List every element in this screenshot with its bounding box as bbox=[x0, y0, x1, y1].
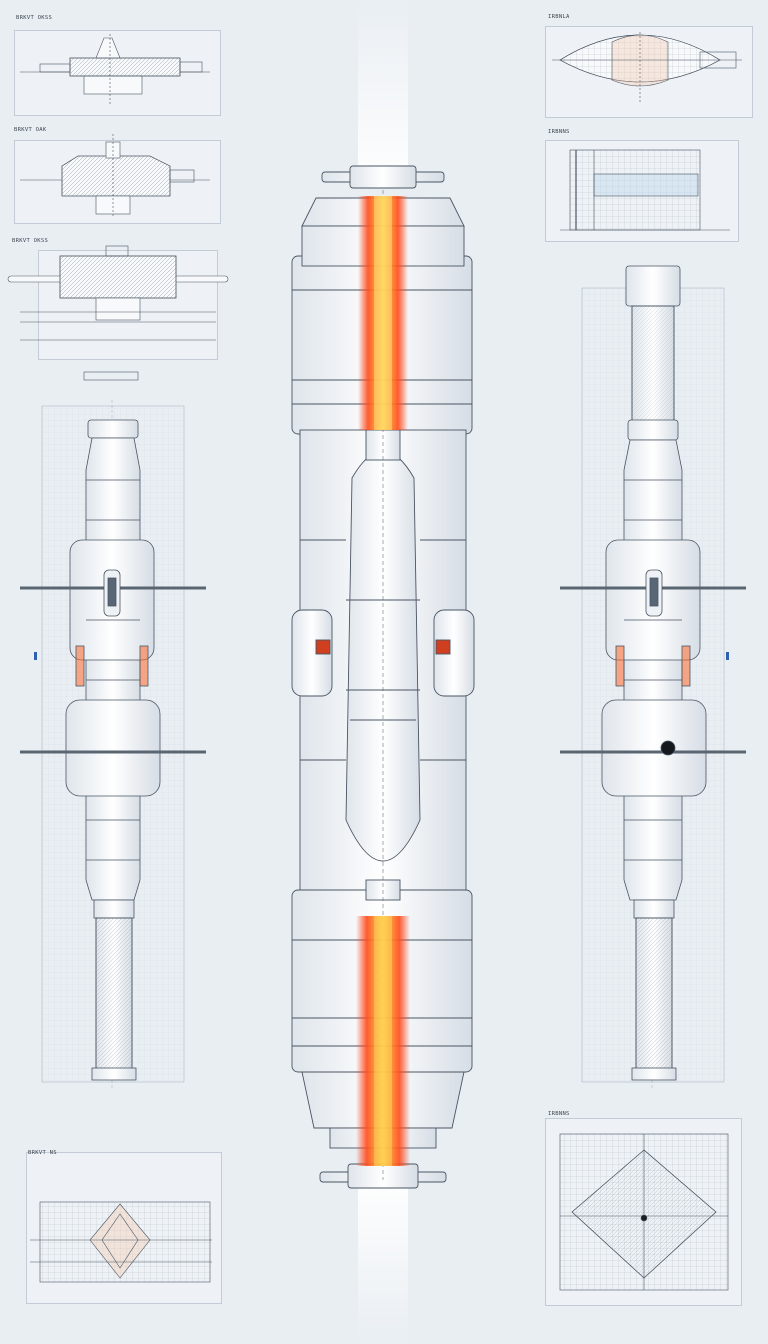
sketch-panel-6-caption: BRKVT NS bbox=[28, 1150, 57, 1156]
sketch-panel-5-caption: IRBNNS bbox=[548, 129, 570, 135]
sketch-5 bbox=[560, 149, 730, 231]
sketch-panel-3-caption: BRKVT OKSS bbox=[12, 238, 49, 244]
sketch-1 bbox=[20, 34, 210, 104]
sketch-7 bbox=[559, 1133, 729, 1291]
sketch-panel-4-caption: IRBNLA bbox=[548, 14, 570, 20]
sketch-3 bbox=[7, 245, 229, 381]
sketch-4 bbox=[552, 32, 742, 104]
sketch-6 bbox=[30, 1201, 212, 1283]
right-elevation bbox=[560, 265, 746, 1081]
sketch-panel-7-caption: IRBNNS bbox=[548, 1111, 570, 1117]
sketch-2 bbox=[20, 134, 210, 216]
exhaust-plume-lower bbox=[356, 916, 410, 1166]
left-elevation bbox=[20, 419, 206, 1081]
exhaust-plume-upper bbox=[358, 196, 408, 430]
sketch-panel-1-caption: BRKVT OKSS bbox=[16, 15, 53, 21]
sketch-panel-2-caption: BRKVT OAK bbox=[14, 127, 47, 133]
axis-markers bbox=[34, 652, 729, 660]
center-glow bbox=[358, 0, 408, 1344]
